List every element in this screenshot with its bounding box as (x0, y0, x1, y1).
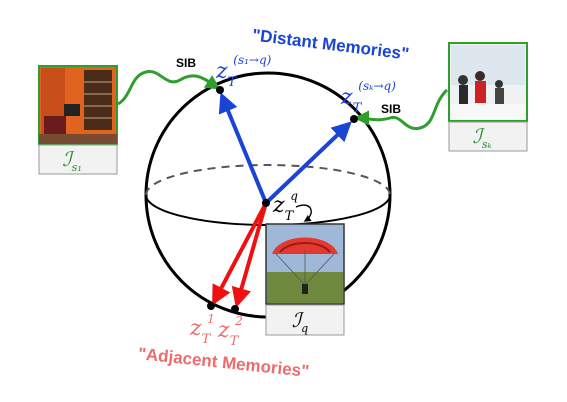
adjacent-vector-2 (231, 202, 268, 308)
label-box-left (38, 144, 118, 175)
distant-memories-title: "Distant Memories" (251, 25, 410, 63)
sib-label-left: SIB (176, 56, 196, 70)
adjacent-vector-1 (212, 202, 268, 306)
label-distant-k: zT(sₖ→q) (340, 79, 396, 116)
parachute-photo (265, 223, 345, 305)
adjacent-memories-title: "Adjacent Memories" (137, 344, 310, 381)
point-query (262, 199, 270, 207)
distant-vector-k (264, 121, 352, 205)
sib-curve-left (117, 70, 221, 106)
point-adjacent-2 (231, 305, 239, 313)
label-adjacent-2: zT2 (217, 314, 243, 349)
point-adjacent-1 (207, 302, 215, 310)
query-loop-arrow (295, 204, 312, 222)
point-distant-k (350, 115, 358, 123)
snow-people-photo (448, 42, 528, 122)
equator-back (145, 164, 391, 196)
sib-label-right: SIB (381, 102, 401, 116)
label-box-query (265, 304, 345, 336)
label-distant-1: zT(s₁→q) (215, 53, 272, 90)
living-room-photo (38, 65, 118, 145)
point-distant-1 (216, 86, 224, 94)
label-query: zTq (272, 189, 298, 224)
label-adjacent-1: zT1 (189, 312, 215, 347)
distant-vector-1 (218, 92, 268, 204)
label-box-right (448, 121, 528, 152)
sib-curve-right (354, 88, 449, 131)
